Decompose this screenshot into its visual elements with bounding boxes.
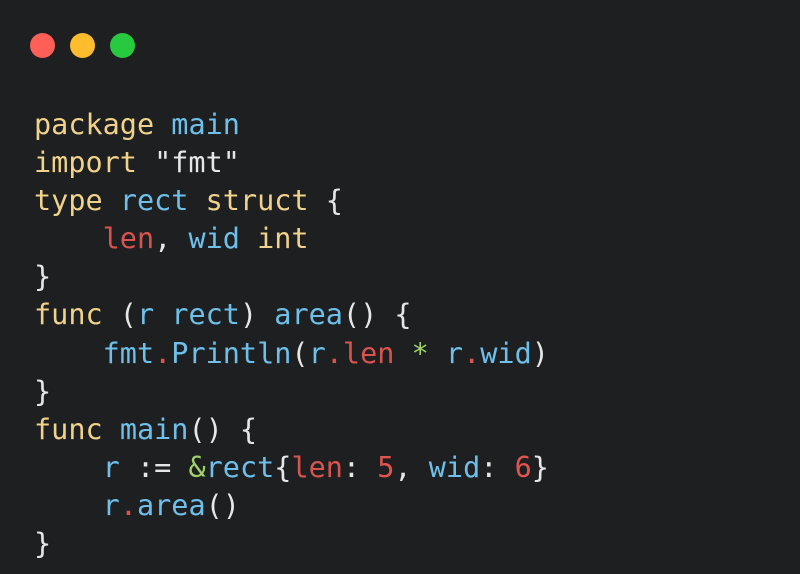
code-line: len, wid int [34, 220, 549, 258]
code-token: area [274, 298, 343, 332]
code-token: () { [342, 298, 412, 332]
code-line: func main() { [34, 411, 549, 449]
code-token: . [119, 488, 137, 522]
code-line: } [34, 373, 549, 411]
code-token: , [154, 222, 189, 256]
code-token: package [34, 108, 155, 141]
code-token: ) [239, 298, 275, 332]
code-token [34, 489, 103, 522]
code-token: main [119, 412, 189, 446]
code-token: { [274, 450, 292, 484]
code-token: 5 [377, 450, 395, 484]
code-token: : [342, 450, 378, 484]
code-token: r [308, 336, 326, 370]
code-token: len [342, 336, 395, 370]
code-line: } [34, 258, 549, 296]
code-token [240, 222, 257, 255]
code-token: main [171, 108, 240, 141]
code-token: int [257, 222, 309, 256]
code-token: rect [171, 298, 240, 332]
code-token: . [325, 336, 343, 370]
close-button[interactable] [30, 33, 55, 58]
code-token: () { [188, 412, 258, 446]
code-token: } [34, 374, 52, 408]
code-line: package main [34, 106, 549, 144]
code-token [188, 184, 205, 217]
code-line: r := &rect{len: 5, wid: 6} [34, 449, 549, 487]
code-token: } [531, 450, 549, 484]
code-token: type [34, 184, 103, 218]
code-token [34, 451, 103, 484]
code-token: area [136, 488, 206, 522]
code-token: rect [119, 184, 189, 218]
code-token: struct [205, 184, 309, 218]
minimize-button[interactable] [70, 33, 95, 58]
code-token [103, 184, 120, 217]
code-token: : [480, 450, 515, 484]
code-token: "fmt" [136, 146, 240, 180]
code-token: wid [480, 336, 532, 370]
window-controls [30, 33, 135, 58]
code-token [34, 222, 103, 255]
code-token: ( [291, 336, 309, 370]
code-token: 6 [514, 450, 532, 484]
zoom-button[interactable] [110, 33, 135, 58]
code-token: len [291, 450, 343, 484]
code-line: import "fmt" [34, 144, 549, 182]
code-token: r [102, 450, 120, 484]
code-token [394, 337, 411, 370]
code-token: . [463, 336, 481, 370]
code-token: fmt [102, 336, 155, 370]
code-token: , [394, 450, 429, 484]
code-token: ) [531, 336, 549, 370]
code-token: . [154, 336, 172, 370]
code-token: { [308, 184, 343, 218]
code-line: type rect struct { [34, 182, 549, 220]
code-token: () [205, 488, 240, 522]
code-token [154, 108, 171, 141]
code-token: func [34, 298, 103, 332]
code-token: r [445, 336, 464, 370]
code-token: } [34, 527, 52, 561]
code-line: func (r rect) area() { [34, 296, 549, 334]
code-token [34, 337, 103, 370]
code-token: wid [188, 222, 240, 256]
code-token: ( [102, 298, 137, 332]
code-token: rect [205, 450, 275, 484]
code-token: r [102, 488, 120, 522]
code-line: fmt.Println(r.len * r.wid) [34, 335, 549, 373]
code-token: } [34, 260, 52, 294]
code-line: } [34, 525, 549, 563]
code-token [154, 298, 171, 331]
code-token: & [188, 450, 206, 484]
code-token: * [411, 336, 429, 370]
code-token: Println [171, 336, 292, 370]
code-token: wid [428, 450, 481, 484]
code-token: len [102, 222, 155, 256]
code-line: r.area() [34, 487, 549, 525]
code-token: func [34, 412, 103, 446]
code-token: import [34, 146, 137, 180]
code-token [429, 337, 446, 370]
code-token [103, 413, 120, 446]
code-token: := [119, 450, 189, 484]
code-token: r [136, 298, 155, 332]
